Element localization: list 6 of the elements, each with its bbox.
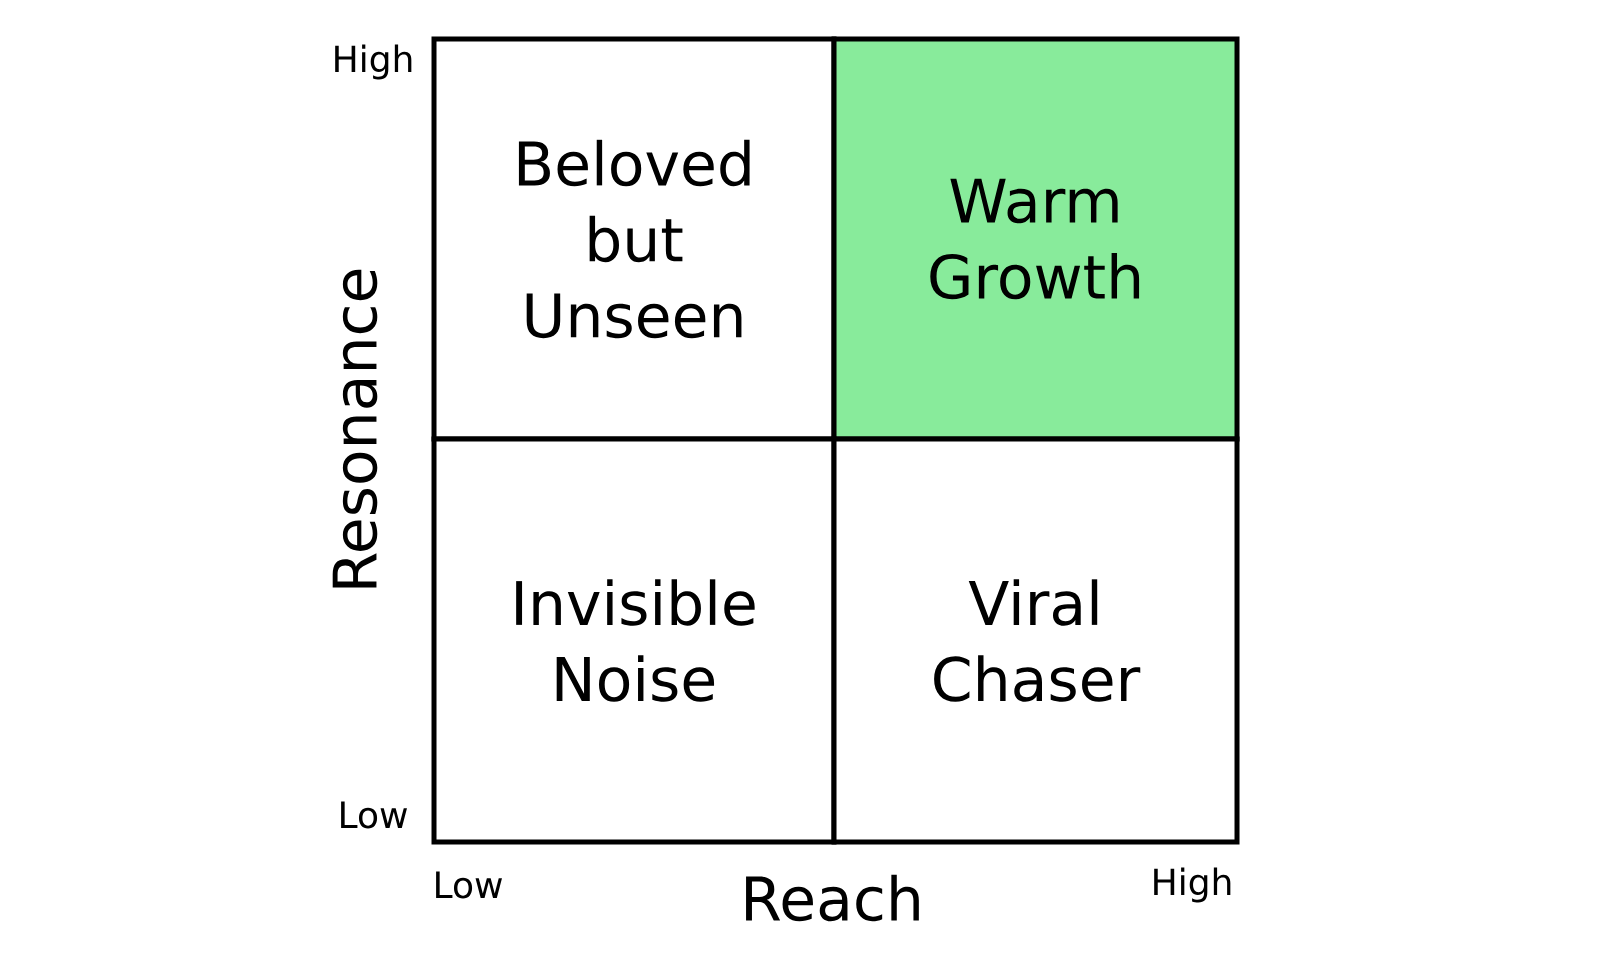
- quadrant-box: Invisible Noise: [431, 436, 837, 845]
- axis-title: Resonance: [332, 269, 378, 588]
- quadrant-box: Viral Chaser: [831, 436, 1240, 845]
- axis-title: Reach: [746, 874, 919, 922]
- quadrant-box: Warm Growth: [831, 36, 1240, 442]
- quadrant-box: Beloved but Unseen: [431, 36, 837, 442]
